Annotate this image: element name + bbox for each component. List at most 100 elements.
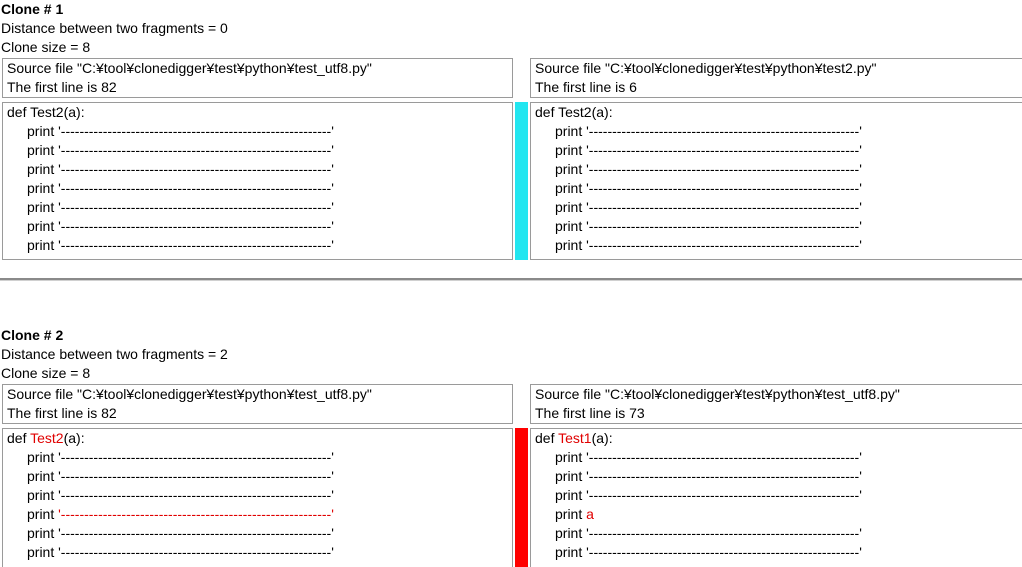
right-code-fragment: def Test1(a):print '--------------------… [530, 428, 1022, 567]
code-line: print '---------------------------------… [3, 486, 512, 505]
def-params: (a): [63, 104, 85, 120]
print-keyword: print [27, 544, 59, 560]
difference-bar [515, 428, 528, 567]
print-argument: '---------------------------------------… [586, 525, 862, 541]
clone-separator [0, 278, 1022, 281]
print-argument: '---------------------------------------… [586, 468, 862, 484]
def-keyword: def [535, 430, 559, 446]
clone-section-1: Clone # 1 Distance between two fragments… [0, 0, 1022, 260]
print-keyword: print [27, 218, 59, 234]
code-line: print '---------------------------------… [3, 524, 512, 543]
right-source-header: Source file "C:¥tool¥clonedigger¥test¥py… [530, 384, 1022, 424]
print-keyword: print [555, 123, 587, 139]
print-keyword: print [27, 487, 59, 503]
clone-title: Clone # 1 [1, 1, 64, 17]
print-keyword: print [555, 180, 587, 196]
code-line: print '---------------------------------… [531, 141, 1022, 160]
print-argument: '---------------------------------------… [586, 199, 862, 215]
print-argument: '---------------------------------------… [586, 161, 862, 177]
clone-section-2: Clone # 2 Distance between two fragments… [0, 326, 1022, 567]
print-keyword: print [555, 544, 587, 560]
clone-distance: Distance between two fragments = 2 [1, 346, 228, 362]
code-line: print '---------------------------------… [3, 198, 512, 217]
print-keyword: print [555, 506, 587, 522]
print-argument: '---------------------------------------… [586, 123, 862, 139]
clone-size: Clone size = 8 [1, 39, 91, 55]
code-line: print '---------------------------------… [3, 179, 512, 198]
code-line: print '---------------------------------… [531, 160, 1022, 179]
print-argument: '---------------------------------------… [58, 142, 334, 158]
code-line: print '---------------------------------… [3, 236, 512, 255]
print-argument: '---------------------------------------… [58, 449, 334, 465]
code-def-line: def Test2(a): [531, 103, 1022, 122]
first-line-info: The first line is 82 [7, 79, 117, 95]
print-keyword: print [27, 237, 59, 253]
function-name: Test2 [30, 104, 64, 120]
print-argument: '---------------------------------------… [58, 237, 334, 253]
right-source-header: Source file "C:¥tool¥clonedigger¥test¥py… [530, 58, 1022, 98]
right-code-fragment: def Test2(a):print '--------------------… [530, 102, 1022, 260]
source-file-path: Source file "C:¥tool¥clonedigger¥test¥py… [7, 386, 372, 402]
function-name: Test2 [558, 104, 592, 120]
source-file-path: Source file "C:¥tool¥clonedigger¥test¥py… [535, 60, 877, 76]
print-keyword: print [555, 449, 587, 465]
first-line-info: The first line is 6 [535, 79, 637, 95]
def-params: (a): [591, 104, 613, 120]
code-line: print a [531, 505, 1022, 524]
print-keyword: print [555, 161, 587, 177]
code-line: print '---------------------------------… [3, 543, 512, 562]
print-keyword: print [27, 506, 59, 522]
code-line: print '---------------------------------… [3, 467, 512, 486]
print-argument: '---------------------------------------… [586, 237, 862, 253]
code-line: print '---------------------------------… [3, 141, 512, 160]
similarity-bar [515, 102, 528, 260]
print-argument: '---------------------------------------… [58, 123, 334, 139]
code-line: print '---------------------------------… [3, 217, 512, 236]
print-keyword: print [27, 180, 59, 196]
code-line: print '---------------------------------… [531, 486, 1022, 505]
print-argument: '---------------------------------------… [586, 180, 862, 196]
code-line: print '---------------------------------… [3, 505, 512, 524]
source-file-path: Source file "C:¥tool¥clonedigger¥test¥py… [535, 386, 900, 402]
print-keyword: print [555, 468, 587, 484]
first-line-info: The first line is 73 [535, 405, 645, 421]
print-keyword: print [555, 199, 587, 215]
code-line: print '---------------------------------… [3, 122, 512, 141]
print-argument: '---------------------------------------… [58, 506, 334, 522]
def-keyword: def [7, 430, 31, 446]
source-file-path: Source file "C:¥tool¥clonedigger¥test¥py… [7, 60, 372, 76]
print-argument: '---------------------------------------… [58, 218, 334, 234]
print-argument: a [586, 506, 594, 522]
print-argument: '---------------------------------------… [586, 142, 862, 158]
code-line: print '---------------------------------… [531, 543, 1022, 562]
clone-size: Clone size = 8 [1, 365, 91, 381]
code-line: print '---------------------------------… [531, 448, 1022, 467]
print-keyword: print [555, 142, 587, 158]
print-argument: '---------------------------------------… [58, 525, 334, 541]
print-keyword: print [555, 525, 587, 541]
print-keyword: print [27, 449, 59, 465]
def-keyword: def [535, 104, 559, 120]
def-keyword: def [7, 104, 31, 120]
code-line: print '---------------------------------… [3, 448, 512, 467]
print-keyword: print [27, 161, 59, 177]
def-params: (a): [591, 430, 613, 446]
first-line-info: The first line is 82 [7, 405, 117, 421]
print-argument: '---------------------------------------… [586, 218, 862, 234]
code-def-line: def Test1(a): [531, 429, 1022, 448]
left-code-fragment: def Test2(a):print '--------------------… [2, 428, 513, 567]
print-argument: '---------------------------------------… [58, 199, 334, 215]
code-def-line: def Test2(a): [3, 429, 512, 448]
clone-distance: Distance between two fragments = 0 [1, 20, 228, 36]
print-keyword: print [27, 199, 59, 215]
print-argument: '---------------------------------------… [58, 544, 334, 560]
code-line: print '---------------------------------… [531, 179, 1022, 198]
function-name: Test1 [558, 430, 592, 446]
print-keyword: print [555, 218, 587, 234]
code-line: print '---------------------------------… [531, 236, 1022, 255]
print-argument: '---------------------------------------… [58, 161, 334, 177]
left-code-fragment: def Test2(a): print '--------------------… [2, 102, 513, 260]
code-line: print '---------------------------------… [531, 198, 1022, 217]
code-line: print '---------------------------------… [531, 217, 1022, 236]
